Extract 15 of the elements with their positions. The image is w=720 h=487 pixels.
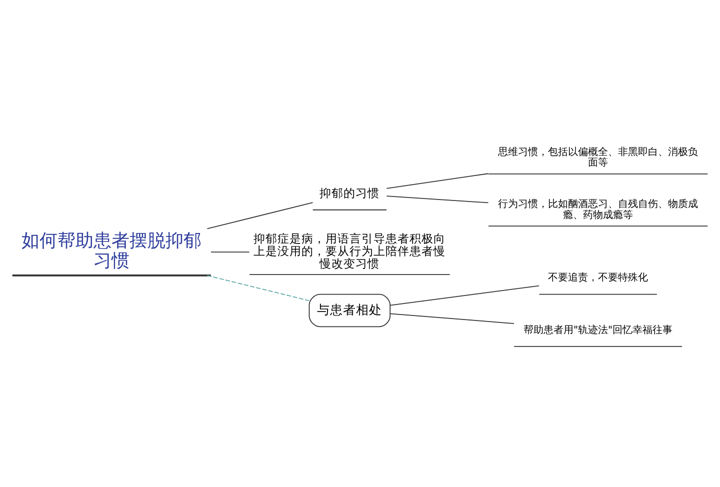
connector xyxy=(390,284,540,306)
node-text: 抑郁症是病，用语言引导患者积极向上是没用的，要从行为上陪伴患者慢慢改变习惯 xyxy=(254,231,446,270)
node-text: 思维习惯，包括以偏概全、非黑即白、消极负面等 xyxy=(498,146,698,168)
connector xyxy=(206,202,314,229)
node-text: 如何帮助患者摆脱抑郁习惯 xyxy=(22,230,202,271)
connector xyxy=(390,312,514,324)
connector xyxy=(210,251,250,252)
connector xyxy=(206,274,310,301)
connector xyxy=(386,195,489,203)
node-text: 帮助患者用"轨迹法"回忆幸福往事 xyxy=(524,324,673,336)
node-text: 不要追责，不要特殊化 xyxy=(548,272,648,284)
connector xyxy=(386,172,489,188)
node-box: 与患者相处 xyxy=(308,293,391,327)
node-text: 行为习惯，比如酗酒恶习、自残自伤、物质成瘾、药物成瘾等 xyxy=(498,198,698,220)
node-text: 抑郁的习惯 xyxy=(320,185,380,200)
